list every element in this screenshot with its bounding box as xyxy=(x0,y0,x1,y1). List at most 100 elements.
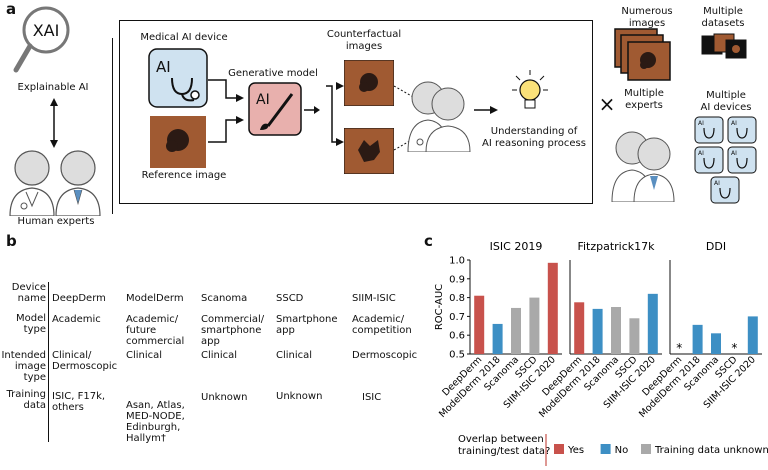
lightbulb-icon xyxy=(512,70,548,109)
model-type: Academic/ future commercial xyxy=(126,314,185,347)
device-name: DeepDerm xyxy=(52,293,106,304)
human-experts-icon xyxy=(9,150,101,216)
legend-entry: No xyxy=(615,445,629,456)
bar xyxy=(511,307,521,354)
row-header-model-type: Model type xyxy=(15,313,46,335)
training-data: ISIC xyxy=(362,392,382,403)
row-header-training-data: Training data xyxy=(6,389,46,411)
panel-title: ISIC 2019 xyxy=(490,240,543,253)
y-axis-label: ROC-AUC xyxy=(434,284,445,330)
legend-entry: Yes xyxy=(567,445,584,456)
legend-title: Overlap between xyxy=(458,434,544,445)
bar xyxy=(692,324,703,354)
training-data: Unknown xyxy=(201,392,248,403)
y-tick-label: 1.0 xyxy=(449,256,465,267)
image-type: Clinical/ Dermoscopic xyxy=(52,350,118,372)
panel-a-label: a xyxy=(6,0,17,18)
counterfactual-image-2 xyxy=(344,128,394,174)
bar xyxy=(629,318,640,354)
pipeline-box xyxy=(119,20,593,204)
human-experts-label: Human experts xyxy=(17,216,95,227)
image-type: Clinical xyxy=(201,350,238,361)
bar xyxy=(711,333,721,354)
device-name: SSCD xyxy=(276,293,304,304)
reference-image xyxy=(150,116,206,168)
table-divider xyxy=(48,282,49,442)
bar xyxy=(647,293,658,354)
xai-circle-label: XAI xyxy=(33,21,60,40)
bar xyxy=(611,307,621,354)
times-symbol: × xyxy=(598,92,616,116)
legend-swatch xyxy=(554,444,564,454)
image-type: Dermoscopic xyxy=(352,350,418,361)
datasets-icon xyxy=(701,33,747,59)
generative-model-tag: AI xyxy=(256,92,270,108)
device-tag-2: AI xyxy=(731,120,737,127)
model-type: Academic xyxy=(52,314,101,325)
separator-line xyxy=(112,38,113,214)
bar xyxy=(574,302,585,354)
training-data: Asan, Atlas, MED-NODE, Edinburgh, Hallym… xyxy=(126,400,185,444)
device-tag-3: AI xyxy=(698,150,704,157)
legend-entry: Training data unknown xyxy=(654,445,768,456)
device-name: SIIM-ISIC xyxy=(352,293,396,304)
training-data: ISIC, F17k, others xyxy=(52,391,106,413)
generative-model-label: Generative model xyxy=(228,68,318,79)
training-data: Unknown xyxy=(276,391,323,402)
panel-title: Fitzpatrick17k xyxy=(577,240,655,253)
image-stack-icon xyxy=(614,28,671,81)
y-tick-label: 0.8 xyxy=(449,293,465,304)
bar xyxy=(492,323,503,354)
missing-marker: * xyxy=(731,341,737,355)
device-tag-4: AI xyxy=(731,150,737,157)
arrow-to-understanding xyxy=(474,106,498,114)
counterfactual-image-1 xyxy=(344,60,394,106)
counterfactual-images-label: Counterfactual images xyxy=(326,29,402,52)
legend-swatch xyxy=(600,444,611,454)
model-type: Commercial/ smartphone app xyxy=(201,314,265,347)
medical-ai-device-label: Medical AI device xyxy=(140,32,228,43)
legend-title: training/test data? xyxy=(458,446,550,457)
generative-model-icon: AI xyxy=(248,82,302,136)
understanding-label: Understanding of AI reasoning process xyxy=(482,126,586,149)
device-tag-1: AI xyxy=(698,120,704,127)
bar xyxy=(474,295,485,354)
expert-pair-icon xyxy=(407,81,471,152)
panel-b-label: b xyxy=(6,232,17,250)
explainable-ai-label: Explainable AI xyxy=(17,82,89,93)
double-arrow-icon xyxy=(50,98,58,148)
device-name: ModelDerm xyxy=(126,293,184,304)
row-header-image-type: Intended image type xyxy=(1,350,46,383)
multiple-ai-devices-label: Multiple AI devices xyxy=(700,90,752,113)
bar xyxy=(547,262,558,354)
reference-image-label: Reference image xyxy=(141,170,227,181)
y-tick-label: 0.5 xyxy=(449,350,465,361)
multiple-experts-label: Multiple experts xyxy=(624,88,664,111)
device-name: Scanoma xyxy=(201,293,248,304)
split-arrows xyxy=(304,82,344,146)
dotted-connector xyxy=(394,85,423,151)
merge-arrows xyxy=(208,79,244,143)
bar xyxy=(529,297,540,354)
image-type: Clinical xyxy=(126,350,163,361)
magnifier-icon: XAI xyxy=(13,6,70,73)
device-tag-5: AI xyxy=(714,180,720,187)
multiple-experts-icon xyxy=(611,131,675,202)
ai-device-tag: AI xyxy=(156,58,171,76)
ai-devices-grid-icon: AI AI AI AI AI xyxy=(694,116,757,204)
panel-title: DDI xyxy=(706,240,726,253)
numerous-images-label: Numerous images xyxy=(621,6,673,29)
ai-device-icon: AI xyxy=(148,48,208,108)
bar xyxy=(592,308,603,354)
y-tick-label: 0.9 xyxy=(449,274,465,285)
y-tick-label: 0.7 xyxy=(449,312,465,323)
model-type: Smartphone app xyxy=(276,314,338,336)
y-tick-label: 0.6 xyxy=(449,331,465,342)
model-type: Academic/ competition xyxy=(352,314,412,336)
bar xyxy=(747,316,758,354)
image-type: Clinical xyxy=(276,350,313,361)
multiple-datasets-label: Multiple datasets xyxy=(701,6,745,29)
missing-marker: * xyxy=(676,341,682,355)
panel-c-label: c xyxy=(424,232,433,250)
